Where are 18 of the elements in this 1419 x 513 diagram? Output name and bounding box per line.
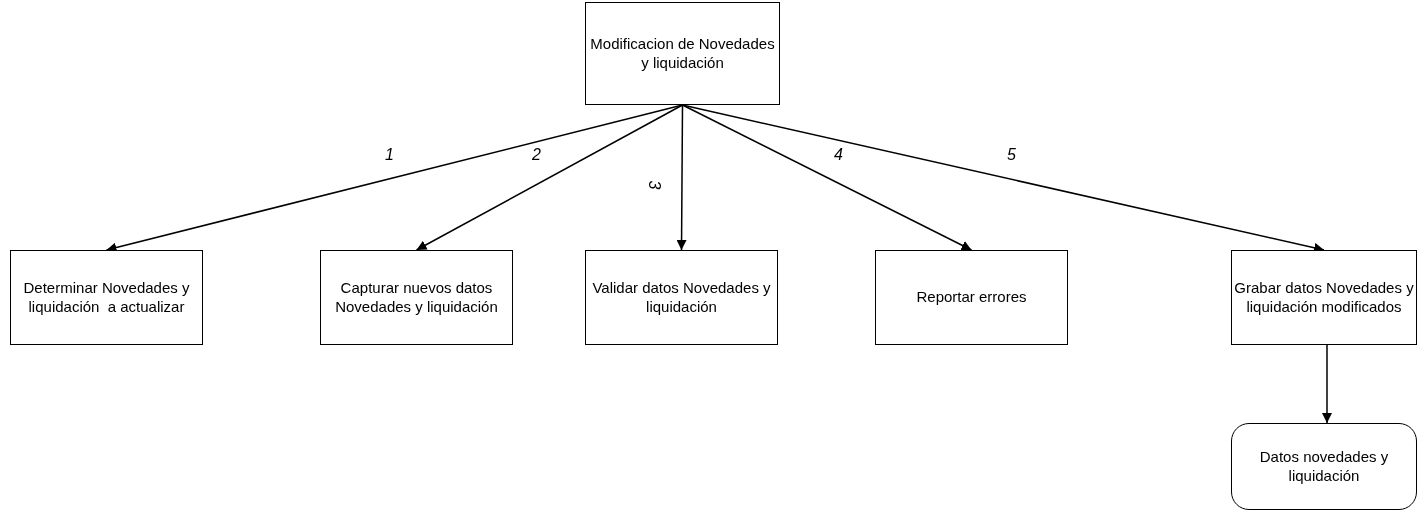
arrow: [415, 104, 684, 251]
node-text: Reportar errores: [916, 288, 1027, 307]
process-box: [585, 250, 778, 345]
process-box: [585, 2, 780, 105]
process-box: [10, 250, 203, 345]
data-store-box: [1231, 423, 1417, 510]
node-text: Modificacion de Novedades y liquidación: [589, 34, 776, 73]
process-box: [320, 250, 513, 345]
arrow: [676, 104, 687, 251]
process-box: [1231, 250, 1417, 345]
node-text: Grabar datos Novedades y liquidación modificados: [1233, 278, 1415, 317]
process-box: [875, 250, 1068, 345]
arrow: [681, 104, 973, 251]
node-text: Determinar Novedades y liquidación a actualizar: [22, 278, 191, 317]
node-text: Validar datos Novedades y liquidación: [591, 278, 772, 317]
node-text: Capturar nuevos datos Novedades y liquidación: [334, 278, 499, 317]
arrow: [1322, 344, 1332, 424]
node-text: Datos novedades y liquidación: [1258, 447, 1390, 486]
